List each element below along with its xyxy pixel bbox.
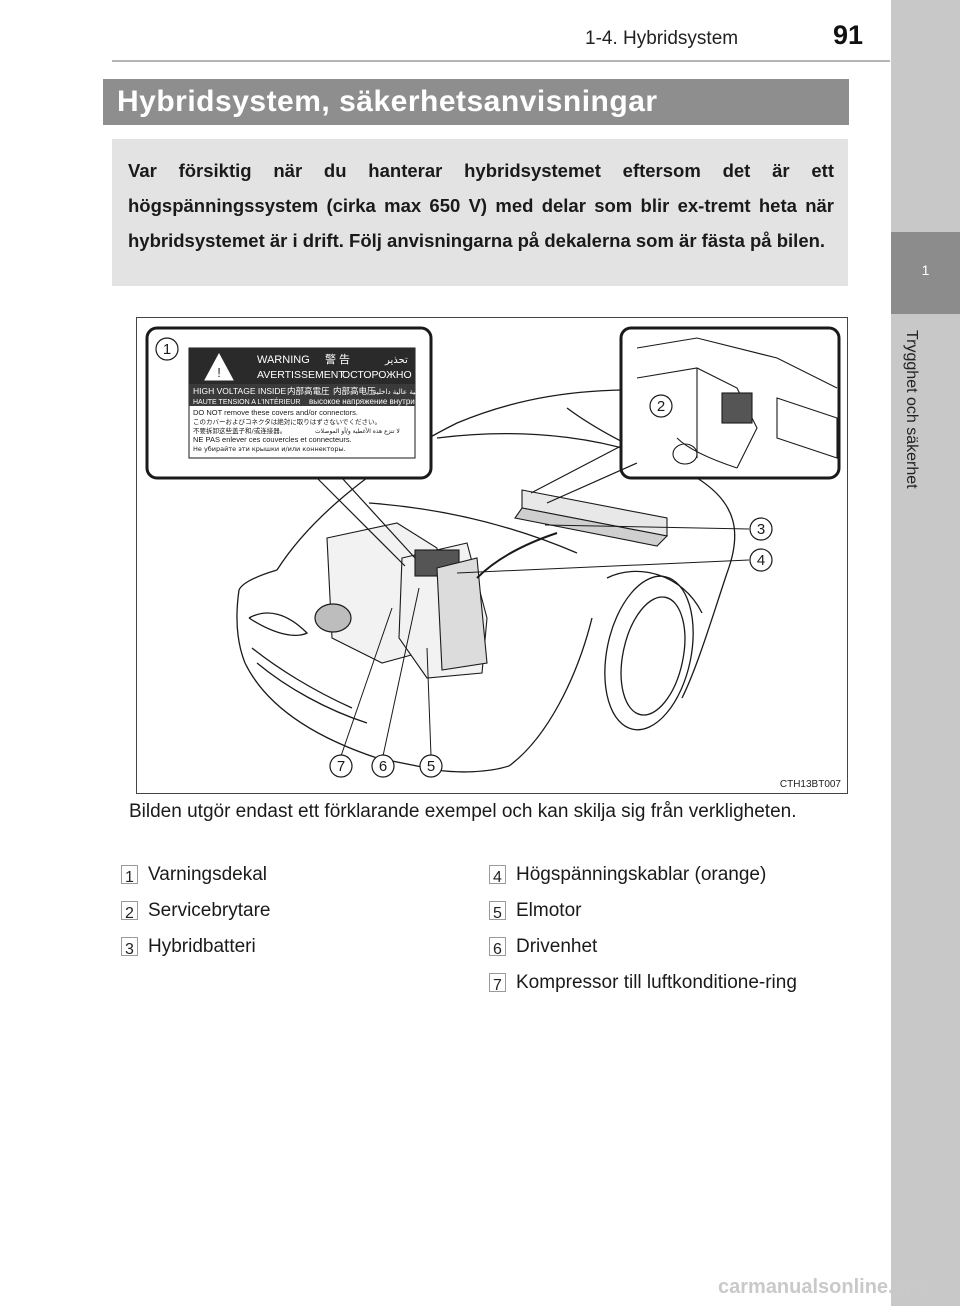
- legend-number: 6: [489, 937, 506, 958]
- legend-number: 5: [489, 901, 506, 922]
- hybrid-system-figure: ! WARNING 警 告 تحذير AVERTISSEMENT ОСТОРО…: [136, 317, 848, 794]
- decal-line-cn: 不要拆卸这些盖子和/或连接器。: [193, 426, 286, 435]
- legend-item: 7 Kompressor till luftkonditione-ring: [489, 968, 829, 1032]
- decal-hv-fr: HAUTE TENSION A L'INTÉRIEUR: [193, 397, 300, 406]
- legend-label: Drivenhet: [516, 936, 598, 957]
- legend-item: 6 Drivenhet: [489, 932, 829, 964]
- decal-hv-jp: 内部高電圧: [287, 386, 330, 397]
- legend-label: Varningsdekal: [148, 864, 268, 885]
- legend-item: 2 Servicebrytare: [121, 896, 451, 928]
- decal-line-jp: このカバーおよびコネクタは絶対に取りはずさないでください。: [193, 417, 381, 426]
- callout-2: 2: [657, 398, 665, 415]
- legend-number: 1: [121, 865, 138, 886]
- page-title-bar: Hybridsystem, säkerhetsanvisningar: [103, 79, 849, 125]
- legend-item: 5 Elmotor: [489, 896, 829, 928]
- decal-line-ar: لا تنزع هذه الأغطية و/أو الموصلات: [315, 427, 400, 435]
- legend-label: Högspänningskablar (orange): [516, 864, 767, 885]
- callout-6: 6: [379, 758, 387, 775]
- legend-number: 4: [489, 865, 506, 886]
- callout-1: 1: [163, 341, 171, 358]
- callout-5: 5: [427, 758, 435, 775]
- page-number: 91: [833, 20, 864, 50]
- decal-hv-cn: 内部高电压: [333, 386, 376, 397]
- callout-7: 7: [337, 758, 345, 775]
- section-title: 1-4. Hybridsystem: [585, 28, 739, 49]
- figure-code: CTH13BT007: [779, 779, 841, 790]
- chapter-tab: [891, 0, 960, 1306]
- legend-label: Servicebrytare: [148, 900, 271, 921]
- figure-caption: Bilden utgör endast ett förklarande exem…: [129, 801, 797, 822]
- decal-warning-fr: AVERTISSEMENT: [257, 369, 345, 381]
- legend-number: 7: [489, 973, 506, 994]
- intro-text: Var försiktig när du hanterar hybridsyst…: [128, 160, 834, 251]
- decal-line-en: DO NOT remove these covers and/or connec…: [193, 408, 358, 417]
- decal-line-ru: Не убирайте эти крышки и/или коннекторы.: [193, 445, 346, 453]
- decal-warning-jp: 警 告: [325, 352, 350, 366]
- legend-label: Kompressor till luftkonditione-ring: [516, 972, 797, 993]
- intro-box: Var försiktig när du hanterar hybridsyst…: [112, 139, 848, 286]
- callout-4: 4: [757, 552, 765, 569]
- legend-number: 3: [121, 937, 138, 958]
- decal-hv-ar: فولطية عالية داخلية: [373, 388, 430, 396]
- decal-line-fr: NE PAS enlever ces couvercles et connect…: [193, 435, 352, 444]
- chapter-number: 1: [921, 262, 930, 278]
- legend-label: Elmotor: [516, 900, 582, 921]
- page-title: Hybridsystem, säkerhetsanvisningar: [117, 85, 658, 118]
- decal-hv-en: HIGH VOLTAGE INSIDE: [193, 386, 287, 396]
- callout-3: 3: [757, 521, 765, 538]
- chapter-tab-marker: [891, 232, 960, 314]
- legend-number: 2: [121, 901, 138, 922]
- decal-warning-en: WARNING: [257, 354, 310, 366]
- decal-hv-ru: высокое напряжение внутри: [309, 397, 415, 406]
- watermark: carmanualsonline.info: [718, 1276, 931, 1298]
- legend-label: Hybridbatteri: [148, 936, 256, 957]
- header-rule: [112, 60, 890, 62]
- svg-text:!: !: [217, 365, 221, 380]
- decal-warning-ar: تحذير: [384, 355, 408, 366]
- legend-item: 3 Hybridbatteri: [121, 932, 451, 964]
- decal-warning-ru: ОСТОРОЖНО: [342, 369, 412, 381]
- chapter-label: Trygghet och säkerhet: [903, 330, 920, 489]
- legend-item: 4 Högspänningskablar (orange): [489, 860, 829, 892]
- car-illustration: ! WARNING 警 告 تحذير AVERTISSEMENT ОСТОРО…: [145, 326, 841, 778]
- legend-item: 1 Varningsdekal: [121, 860, 451, 892]
